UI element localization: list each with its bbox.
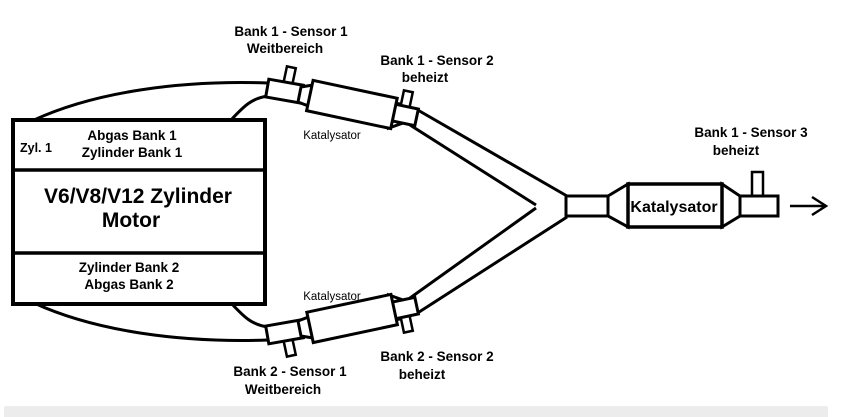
- bank1-sensor1-label-line2: Weitbereich: [247, 41, 323, 56]
- engine-bank1-label-line2: Zylinder Bank 1: [82, 145, 183, 160]
- engine-block: Zyl. 1 Abgas Bank 1 Zylinder Bank 1 V6/V…: [11, 118, 267, 306]
- precat-body-bank2: [305, 292, 400, 345]
- precat-bottom-label: Katalysator: [303, 291, 361, 303]
- engine-bank2-label-line1: Zylinder Bank 2: [79, 260, 180, 275]
- catalyst-labels: Katalysator Katalysator Katalysator: [303, 130, 717, 303]
- header-pipe-inner-bank2: [229, 301, 269, 329]
- main-catalyst-body: [626, 182, 724, 229]
- bank1-sensor1-label-line1: Bank 1 - Sensor 1: [234, 24, 348, 39]
- pipe-bank1-lower-wall: [409, 123, 537, 207]
- main-catalyst-label: Katalysator: [630, 199, 717, 216]
- exhaust-header-bank1: [33, 81, 269, 122]
- main-cat-outlet-pipe: [738, 194, 780, 218]
- exhaust-header-bank2: [33, 301, 269, 342]
- bank1-sensor2-label-line2: beheizt: [402, 70, 449, 85]
- bank2-sensor2-label-line2: beheizt: [399, 367, 446, 382]
- bank1-sensor3-label-line1: Bank 1 - Sensor 3: [694, 125, 808, 140]
- main-cat-inlet-cone: [606, 181, 630, 230]
- main-cat-outlet-cone: [720, 181, 742, 230]
- y-junction-pipes: [409, 107, 568, 316]
- cylinder-1-label: Zyl. 1: [20, 141, 52, 155]
- engine-block-outline: [11, 118, 267, 306]
- header-pipe-outer-bank2: [33, 301, 269, 342]
- arrow-head: [811, 195, 829, 217]
- precat-top-label: Katalysator: [303, 130, 361, 142]
- bank2-sensor1-label-line1: Bank 2 - Sensor 1: [233, 364, 347, 379]
- bank2-sensor2-label-line1: Bank 2 - Sensor 2: [380, 349, 493, 364]
- precat-assembly-bank2: [263, 292, 421, 359]
- pipe-bank2-upper-wall: [409, 206, 537, 300]
- pipe-bank2-lower-wall: [415, 215, 568, 316]
- engine-name-line1: V6/V8/V12 Zylinder: [44, 185, 232, 208]
- bank2-sensor1-label-line2: Weitbereich: [245, 382, 321, 397]
- bank1-sensor3-label-line2: beheizt: [713, 143, 760, 158]
- lambda-sensor-3-icon: [750, 170, 765, 199]
- engine-bank2-label-line2: Abgas Bank 2: [84, 277, 173, 292]
- engine-bank1-label-line1: Abgas Bank 1: [87, 128, 177, 143]
- exhaust-flow-arrow-icon: [790, 195, 829, 217]
- sensor-labels: Bank 1 - Sensor 1 Weitbereich Bank 1 - S…: [233, 24, 808, 397]
- header-pipe-inner-bank1: [229, 94, 269, 122]
- precat-body-bank1: [304, 78, 399, 131]
- precat-assembly-bank1: [263, 64, 421, 131]
- engine-name-line2: Motor: [102, 209, 160, 232]
- header-pipe-outer-bank1: [33, 81, 269, 122]
- bank1-sensor2-label-line1: Bank 1 - Sensor 2: [380, 53, 493, 68]
- pipe-bank1-upper-wall: [415, 107, 568, 198]
- main-catalyst-assembly: [564, 170, 780, 230]
- main-cat-inlet-pipe: [564, 194, 610, 218]
- horizontal-scrollbar-track[interactable]: [4, 406, 828, 417]
